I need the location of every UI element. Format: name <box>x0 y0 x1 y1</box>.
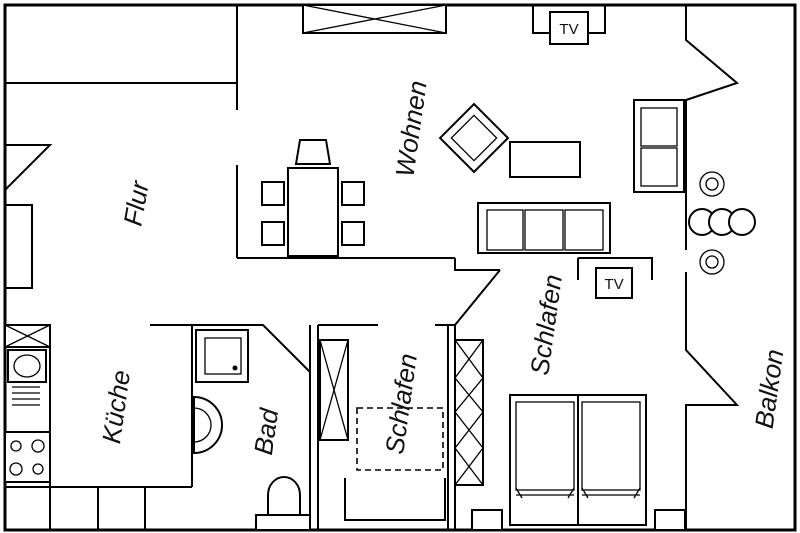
outer-walls <box>3 3 797 532</box>
tv-cabinet-top: TV <box>532 5 606 45</box>
sofa-right <box>633 99 685 193</box>
bed-frame <box>344 478 446 521</box>
stove <box>4 431 51 483</box>
nightstand-right <box>654 509 686 531</box>
double-bed <box>509 394 647 526</box>
sofa-bottom <box>477 202 611 254</box>
interior-walls <box>4 5 740 530</box>
tv-top-label: TV <box>559 21 578 38</box>
room-label-schlafen-large: Schlafen <box>524 273 568 377</box>
room-label-schlafen-small: Schlafen <box>379 352 423 456</box>
wardrobe-small <box>319 339 349 441</box>
nightstand-left <box>471 509 503 531</box>
armchair <box>438 102 510 174</box>
window-top <box>302 4 447 34</box>
room-label-wohnen: Wohnen <box>389 79 432 179</box>
plants <box>688 171 756 275</box>
wardrobe-large <box>454 339 484 486</box>
dining-table <box>261 139 365 257</box>
toilet <box>255 476 311 531</box>
bed-outline <box>356 407 444 471</box>
room-label-flur: Flur <box>117 177 155 228</box>
washbasin <box>193 395 223 455</box>
shower <box>195 329 249 383</box>
room-label-balkon: Balkon <box>749 347 790 430</box>
room-label-kueche: Küche <box>96 368 136 445</box>
tv-cabinet-bedroom: TV <box>577 257 653 299</box>
sink <box>4 324 51 406</box>
tv-middle-label: TV <box>604 276 623 293</box>
coffee-table <box>509 141 581 178</box>
room-label-bad: Bad <box>248 405 284 457</box>
